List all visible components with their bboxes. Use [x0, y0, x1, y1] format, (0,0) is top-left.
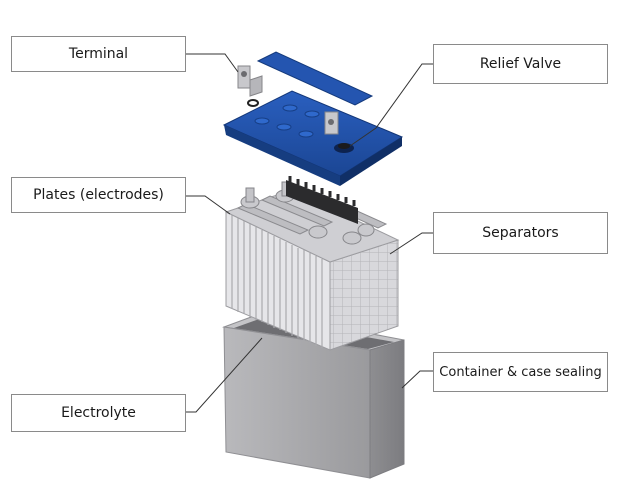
leader-plates	[186, 195, 231, 215]
leader-separators	[389, 232, 433, 255]
label-container: Container & case sealing	[433, 352, 608, 392]
label-terminal: Terminal	[11, 36, 186, 72]
relief-valve-cover	[256, 51, 374, 106]
battery-lid	[222, 90, 404, 186]
leader-relief-valve	[349, 63, 433, 147]
plate-stack	[224, 176, 400, 351]
label-relief-valve: Relief Valve	[433, 44, 608, 84]
leader-electrolyte	[186, 337, 263, 413]
leader-container	[401, 370, 433, 389]
terminal-part	[237, 65, 263, 107]
leader-terminal	[186, 53, 239, 73]
leader-lines	[186, 53, 433, 413]
label-separators: Separators	[433, 212, 608, 254]
label-electrolyte: Electrolyte	[11, 394, 186, 432]
label-plates: Plates (electrodes)	[11, 177, 186, 213]
